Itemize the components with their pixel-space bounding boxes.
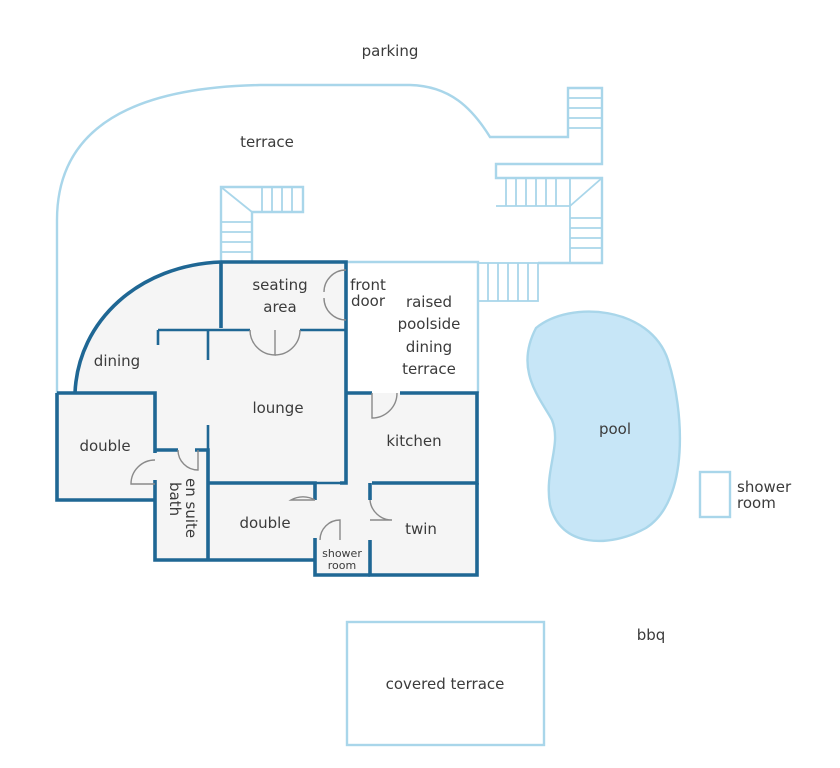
label-pool: pool [599, 420, 631, 438]
stairs-top-right [568, 97, 602, 129]
terrace-connector [219, 185, 305, 262]
label-front-1: front [350, 276, 386, 294]
door-double-bottom [288, 496, 316, 501]
door-seating [249, 329, 301, 356]
door-ensuite-bath [177, 449, 199, 471]
label-shower-out-1: shower [737, 478, 792, 496]
shower-room-outdoor [698, 470, 732, 519]
label-shower-out-2: room [737, 494, 776, 512]
raised-terrace-outline [346, 260, 480, 393]
label-double-left: double [79, 437, 130, 455]
door-kitchen [371, 392, 398, 419]
covered-terrace [345, 620, 546, 747]
label-kitchen: kitchen [386, 432, 441, 450]
label-lounge: lounge [252, 399, 303, 417]
door-double-left [130, 459, 156, 485]
label-raised-2: poolside [398, 315, 461, 333]
stairs-right-l [496, 177, 603, 264]
label-seating-2: area [263, 298, 296, 316]
label-raised-3: dining [406, 338, 452, 356]
label-bbq: bbq [637, 626, 666, 644]
label-dining: dining [94, 352, 140, 370]
label-terrace: terrace [240, 133, 294, 151]
label-ensuite-1: en suite [182, 478, 200, 538]
label-front-2: door [351, 292, 386, 310]
stairs-to-pool [477, 262, 539, 302]
ensuite-wall [153, 448, 315, 562]
house-floor [57, 262, 477, 575]
label-shower-in-1: shower [322, 547, 362, 560]
label-seating-1: seating [252, 276, 307, 294]
pool [526, 310, 682, 543]
label-raised-1: raised [406, 293, 452, 311]
door-shower-room [319, 519, 341, 541]
double-left-wall [55, 391, 157, 502]
label-shower-in-2: room [328, 559, 356, 572]
stairs-left-l [220, 186, 293, 253]
label-covered-terrace: covered terrace [386, 675, 505, 693]
label-raised-4: terrace [402, 360, 456, 378]
label-ensuite-2: bath [166, 482, 184, 516]
label-double-bottom: double [239, 514, 290, 532]
twin-wall [368, 483, 479, 577]
terrace-outline [55, 83, 604, 393]
dining-curve-wall [73, 260, 222, 394]
door-front [323, 269, 347, 321]
label-parking: parking [362, 42, 419, 60]
door-twin [369, 499, 393, 521]
seating-area-wall [219, 260, 348, 393]
kitchen-wall [340, 391, 479, 485]
label-twin: twin [405, 520, 437, 538]
